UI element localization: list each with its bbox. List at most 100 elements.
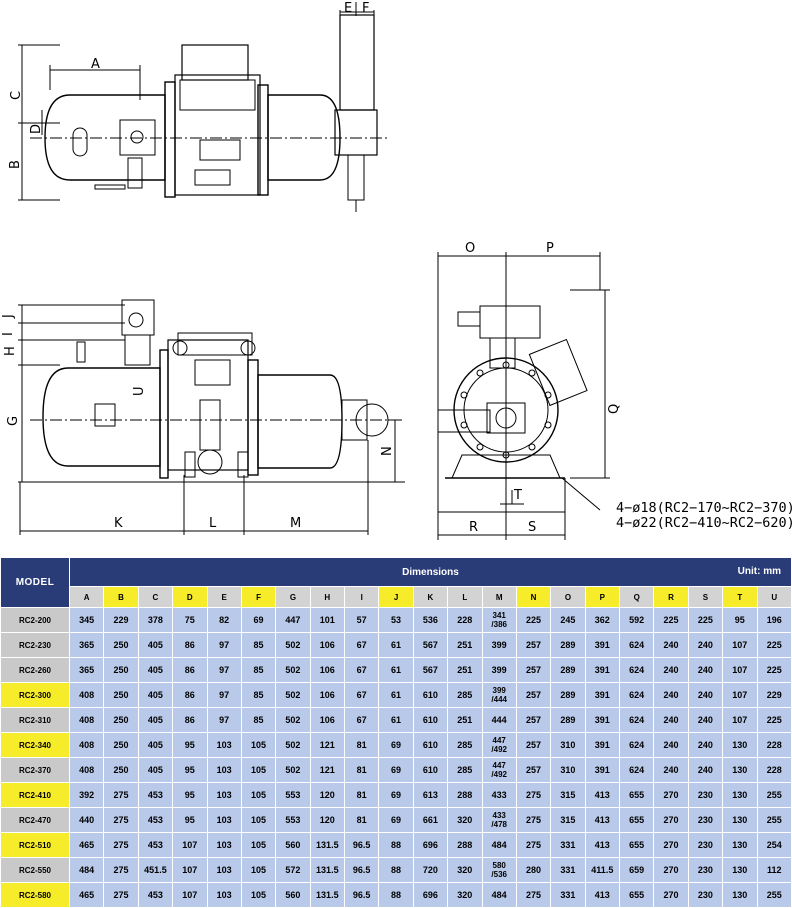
dimension-cell: 107 — [173, 833, 207, 857]
dimension-cell: 225 — [654, 608, 688, 632]
dimension-cell: 399 — [482, 658, 516, 682]
dimension-cell: 107 — [723, 633, 757, 657]
dimension-cell: 696 — [413, 833, 448, 857]
dimension-cell: 399/444 — [482, 683, 516, 707]
dimension-cell: 275 — [104, 783, 138, 807]
dimension-cell: 696 — [413, 883, 448, 907]
dimension-cell: 69 — [241, 608, 276, 632]
dimension-cell: 275 — [516, 833, 551, 857]
dimension-cell: 270 — [654, 858, 688, 882]
label-S: S — [528, 520, 536, 535]
dimension-cell: 240 — [654, 758, 688, 782]
dimension-cell: 67 — [345, 683, 379, 707]
label-R: R — [469, 520, 478, 535]
column-header-m: M — [482, 587, 516, 607]
dimension-cell: 95 — [173, 783, 207, 807]
dimension-cell: 230 — [688, 883, 723, 907]
dimension-cell: 465 — [70, 883, 104, 907]
dimension-cell: 95 — [173, 758, 207, 782]
model-cell: RC2-580 — [1, 883, 69, 907]
dimension-cell: 88 — [379, 858, 413, 882]
dimension-cell: 365 — [70, 633, 104, 657]
dimension-cell: 97 — [207, 633, 241, 657]
dimension-cell: 433/478 — [482, 808, 516, 832]
column-header-b: B — [104, 587, 138, 607]
model-cell: RC2-200 — [1, 608, 69, 632]
dimension-cell: 255 — [757, 883, 791, 907]
dimension-cell: 447 — [276, 608, 310, 632]
column-header-d: D — [173, 587, 207, 607]
dimension-cell: 225 — [757, 658, 791, 682]
dimension-cell: 96.5 — [345, 833, 379, 857]
dimension-cell: 103 — [207, 758, 241, 782]
column-header-q: Q — [620, 587, 654, 607]
dimension-cell: 81 — [345, 733, 379, 757]
model-cell: RC2-340 — [1, 733, 69, 757]
dimension-cell: 251 — [448, 708, 482, 732]
dimension-cell: 280 — [516, 858, 551, 882]
dimension-cell: 106 — [310, 683, 344, 707]
dimension-cell: 82 — [207, 608, 241, 632]
dimension-cell: 484 — [482, 833, 516, 857]
dimension-cell: 502 — [276, 683, 310, 707]
dimension-cell: 536 — [413, 608, 448, 632]
label-K: K — [114, 516, 123, 531]
dimension-cell: 720 — [413, 858, 448, 882]
dimension-cell: 275 — [104, 808, 138, 832]
dimension-cell: 69 — [379, 733, 413, 757]
dimension-cell: 245 — [551, 608, 585, 632]
dimension-cell: 88 — [379, 833, 413, 857]
dimension-cell: 447/492 — [482, 733, 516, 757]
dimension-cell: 453 — [138, 883, 173, 907]
table-header-row: MODEL Dimensions Unit: mm — [1, 558, 791, 607]
label-C: C — [9, 91, 24, 100]
label-F: F — [362, 1, 369, 16]
dimension-cell: 81 — [345, 808, 379, 832]
dimension-cell: 315 — [551, 808, 585, 832]
dimension-cell: 81 — [345, 783, 379, 807]
dimension-cell: 408 — [70, 733, 104, 757]
dimension-cell: 107 — [173, 858, 207, 882]
dimension-cell: 88 — [379, 883, 413, 907]
dimension-cell: 255 — [757, 783, 791, 807]
column-header-u: U — [757, 587, 791, 607]
dimension-cell: 57 — [345, 608, 379, 632]
dimension-cell: 67 — [345, 633, 379, 657]
dimension-cell: 61 — [379, 658, 413, 682]
dimension-cell: 95 — [173, 733, 207, 757]
column-header-h: H — [310, 587, 344, 607]
dimension-cell: 105 — [241, 858, 276, 882]
dimension-cell: 101 — [310, 608, 344, 632]
dimension-cell: 413 — [585, 883, 619, 907]
dimension-cell: 257 — [516, 708, 551, 732]
dimension-cell: 85 — [241, 683, 276, 707]
dimension-cell: 553 — [276, 808, 310, 832]
label-M: M — [290, 516, 301, 531]
dimension-cell: 413 — [585, 783, 619, 807]
dimension-cell: 567 — [413, 633, 448, 657]
dimension-cell: 405 — [138, 658, 173, 682]
technical-drawings: E F A C D B — [1, 1, 622, 540]
dimension-cell: 228 — [757, 733, 791, 757]
dimension-cell: 69 — [379, 783, 413, 807]
column-header-a: A — [70, 587, 104, 607]
label-A: A — [91, 57, 100, 72]
dimension-cell: 331 — [551, 883, 585, 907]
label-E: E — [344, 1, 352, 16]
column-header-k: K — [413, 587, 448, 607]
dimension-cell: 484 — [70, 858, 104, 882]
dimension-cell: 391 — [585, 708, 619, 732]
dimension-cell: 86 — [173, 683, 207, 707]
dimension-cell: 391 — [585, 658, 619, 682]
dimension-cell: 661 — [413, 808, 448, 832]
dimension-cell: 228 — [448, 608, 482, 632]
dimension-cell: 453 — [138, 808, 173, 832]
dimension-cell: 255 — [757, 808, 791, 832]
